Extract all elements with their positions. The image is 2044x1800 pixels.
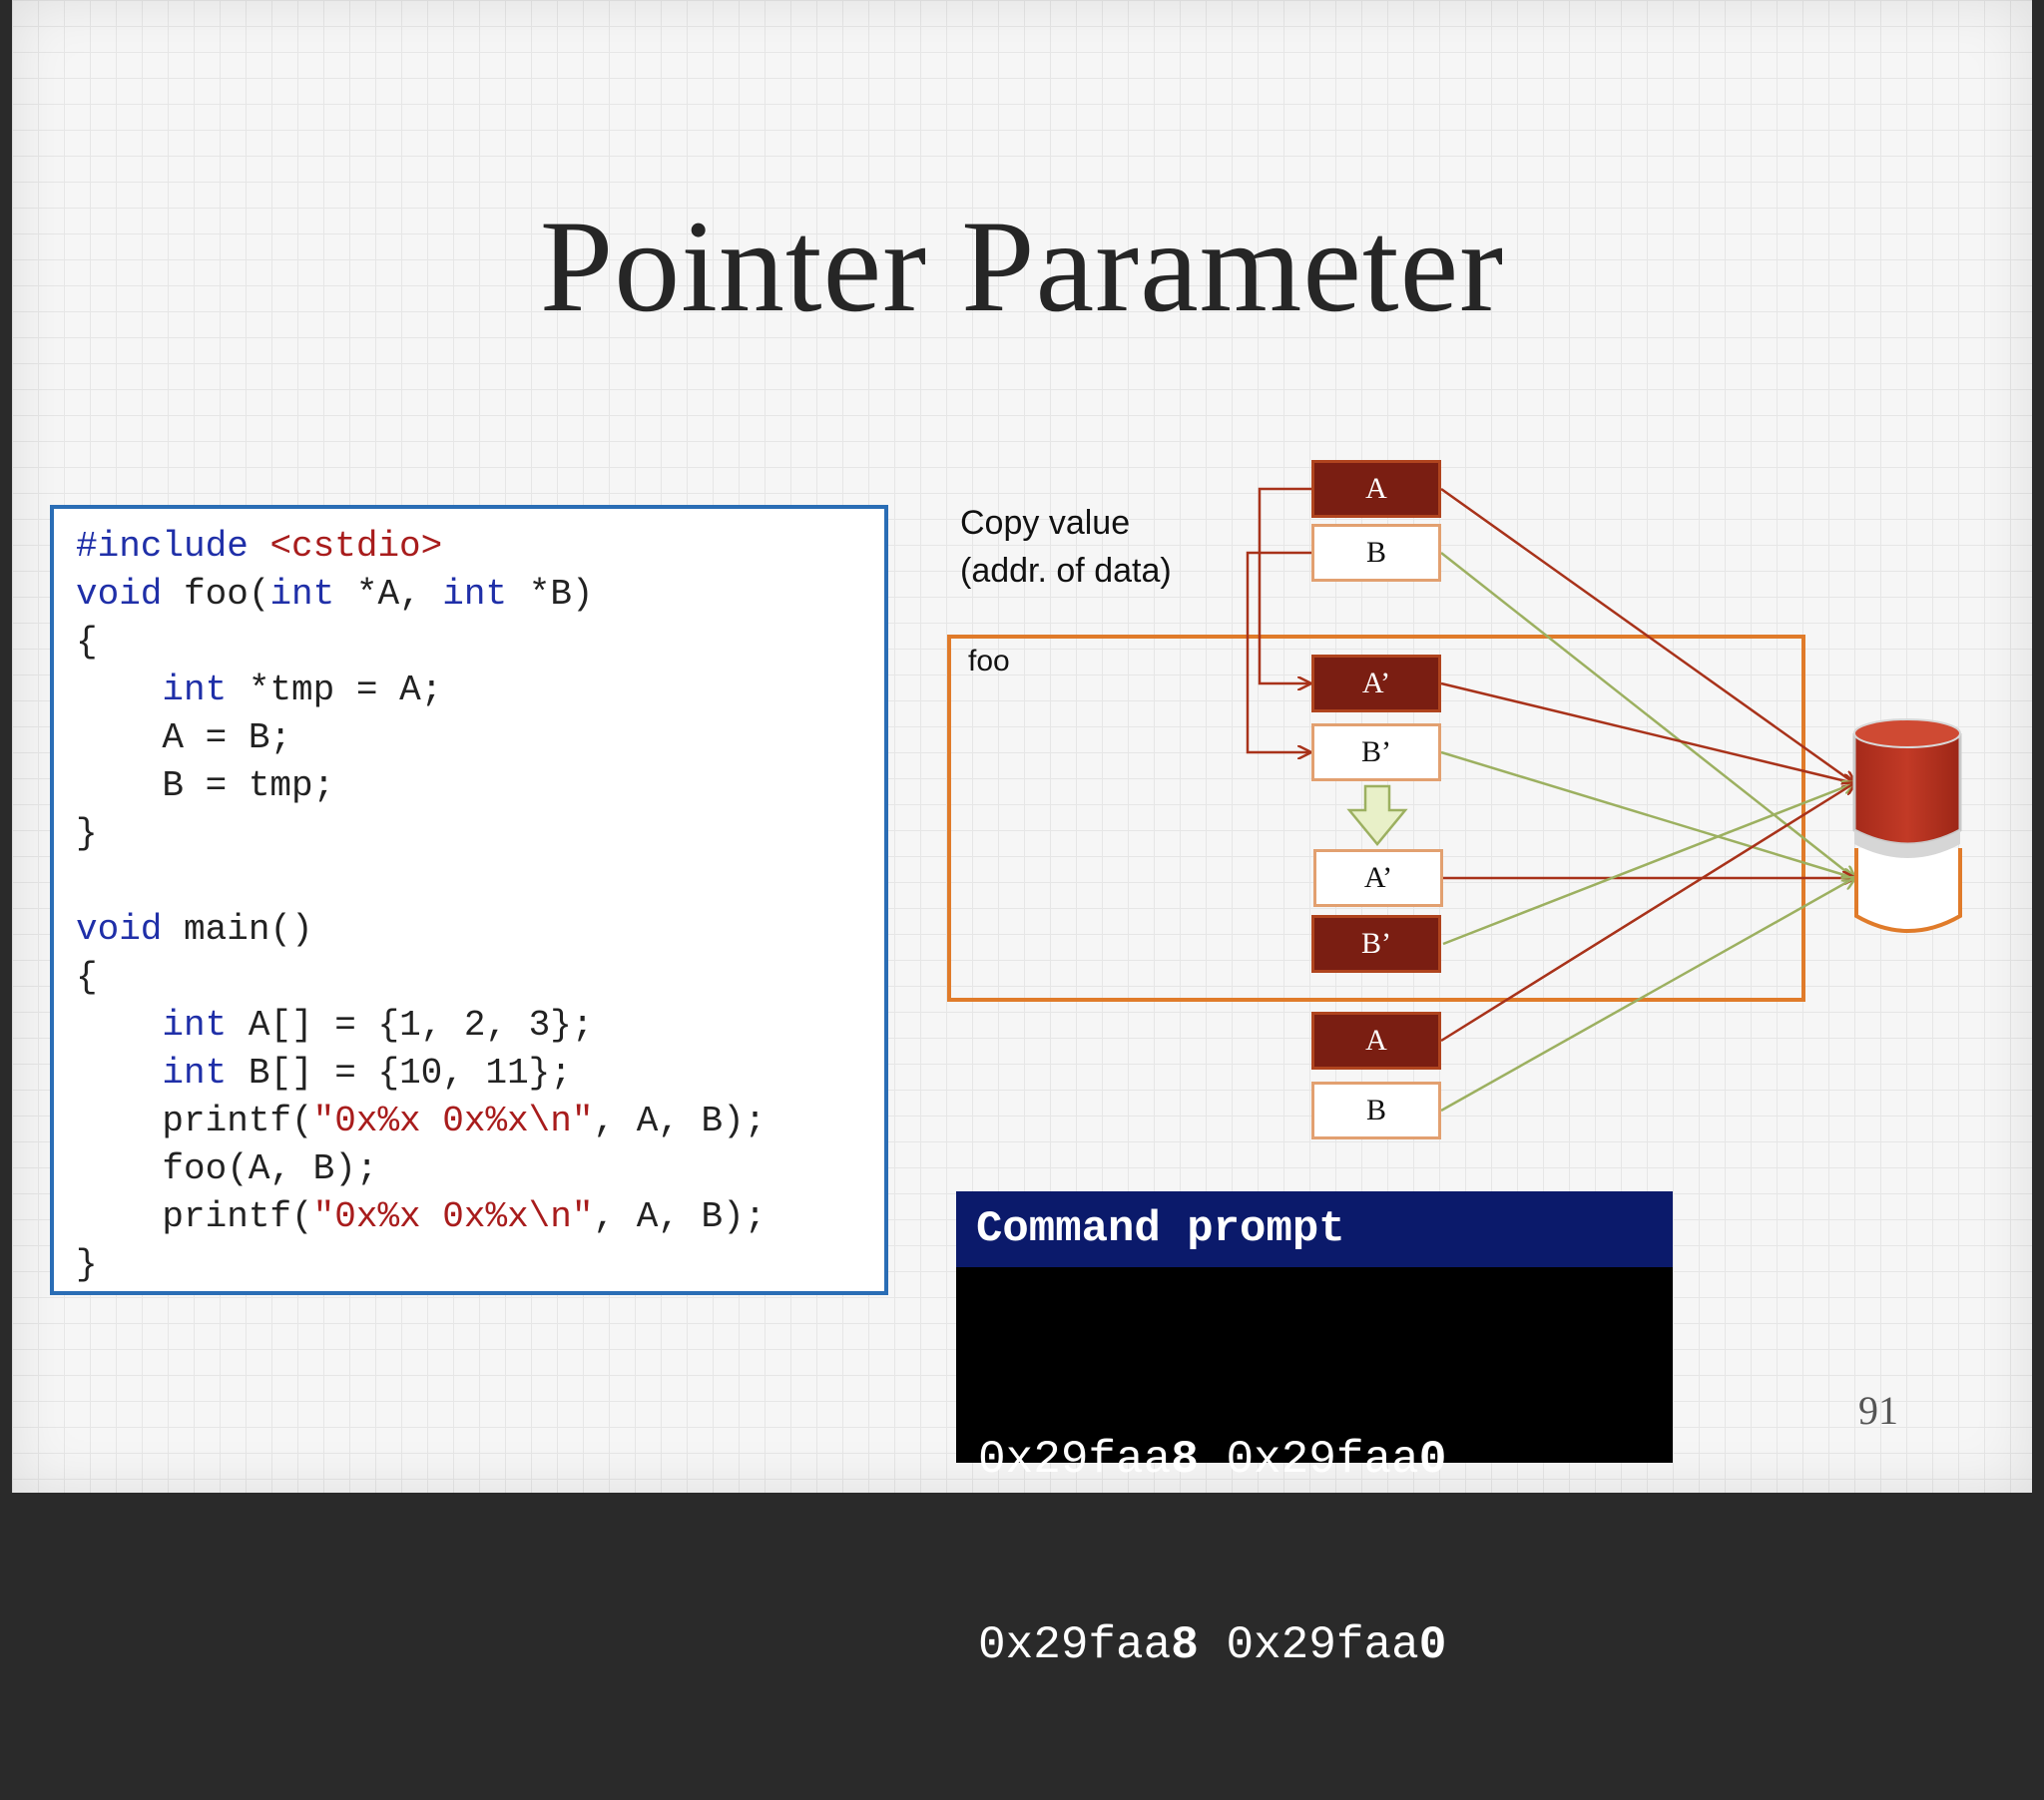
foo-box-a-swapped: A’ — [1313, 849, 1443, 907]
bottom-box-a: A — [1311, 1012, 1441, 1070]
page-number: 91 — [1858, 1388, 1898, 1433]
code-keyword: #include — [76, 526, 270, 567]
foo-box-a-copy: A’ — [1311, 655, 1441, 712]
memory-cylinder-icon — [1852, 718, 1962, 933]
code-line: { — [76, 954, 766, 1002]
code-text: B = tmp; — [76, 765, 335, 806]
code-line: } — [76, 810, 766, 858]
code-keyword: void — [76, 574, 163, 615]
code-string: "0x%x 0x%x\n" — [312, 1196, 594, 1237]
code-keyword: int — [269, 574, 335, 615]
command-prompt-output: 0x29faa8 0x29faa0 0x29faa8 0x29faa0 — [956, 1267, 1673, 1800]
code-text: *tmp = A; — [227, 670, 443, 710]
code-text: } — [76, 1244, 98, 1285]
code-line: printf("0x%x 0x%x\n", A, B); — [76, 1193, 766, 1241]
foo-box-b-swapped: B’ — [1311, 915, 1441, 973]
code-text: *A, — [334, 574, 443, 615]
bottom-box-b: B — [1311, 1082, 1441, 1139]
top-box-b: B — [1311, 524, 1441, 582]
code-text: { — [76, 622, 98, 663]
code-text: A[] = {1, 2, 3}; — [227, 1005, 594, 1046]
pointer-top-b — [1440, 552, 1854, 878]
copy-value-line1: Copy value — [960, 504, 1131, 542]
code-text: printf( — [76, 1101, 313, 1141]
pointer-foo-b1 — [1440, 750, 1854, 878]
code-string: "0x%x 0x%x\n" — [312, 1101, 594, 1141]
top-box-a: A — [1311, 460, 1441, 518]
code-line: void main() — [76, 906, 766, 954]
copy-value-label: Copy value (addr. of data) — [960, 499, 1172, 595]
code-text: A = B; — [76, 717, 292, 758]
code-string: <cstdio> — [269, 526, 443, 567]
code-text: *B) — [507, 574, 594, 615]
code-line: #include <cstdio> — [76, 523, 766, 571]
code-text: main() — [162, 909, 313, 950]
command-prompt-title: Command prompt — [956, 1191, 1673, 1267]
swap-arrow-icon — [1346, 784, 1408, 846]
slide-title: Pointer Parameter — [539, 193, 1505, 339]
pointer-bottom-b — [1440, 878, 1854, 1113]
code-keyword: int — [162, 670, 228, 710]
pointer-bottom-a — [1440, 783, 1854, 1043]
code-keyword: int — [162, 1053, 228, 1094]
foo-box-b-copy: B’ — [1311, 723, 1441, 781]
code-line: int B[] = {10, 11}; — [76, 1050, 766, 1098]
code-line: void foo(int *A, int *B) — [76, 571, 766, 619]
code-keyword: void — [76, 909, 163, 950]
code-panel: #include <cstdio>void foo(int *A, int *B… — [50, 505, 888, 1295]
code-line: foo(A, B); — [76, 1145, 766, 1193]
code-line: } — [76, 1241, 766, 1289]
code-line: A = B; — [76, 714, 766, 762]
code-text: foo(A, B); — [76, 1148, 378, 1189]
pointer-diagram — [1246, 487, 1962, 1113]
foo-scope-frame — [947, 635, 1805, 1002]
code-line: int A[] = {1, 2, 3}; — [76, 1002, 766, 1050]
code-keyword: int — [162, 1005, 228, 1046]
code-line: { — [76, 619, 766, 667]
output-line-1: 0x29faa8 0x29faa0 — [978, 1434, 1447, 1486]
output-line-2: 0x29faa8 0x29faa0 — [978, 1619, 1447, 1671]
pointer-foo-b2 — [1442, 783, 1854, 946]
code-listing: #include <cstdio>void foo(int *A, int *B… — [76, 523, 766, 1289]
code-text: } — [76, 813, 98, 854]
command-prompt-window: Command prompt 0x29faa8 0x29faa0 0x29faa… — [956, 1191, 1673, 1671]
copy-value-line2: (addr. of data) — [960, 552, 1172, 590]
foo-scope-label: foo — [968, 645, 1010, 677]
copy-connector-b — [1246, 551, 1311, 752]
code-text: printf( — [76, 1196, 313, 1237]
code-keyword: int — [442, 574, 508, 615]
code-text: { — [76, 957, 98, 998]
code-text: , A, B); — [593, 1196, 766, 1237]
code-text: B[] = {10, 11}; — [227, 1053, 572, 1094]
code-line: B = tmp; — [76, 762, 766, 810]
pointer-foo-a1 — [1440, 681, 1854, 783]
code-text: , A, B); — [593, 1101, 766, 1141]
code-line: int *tmp = A; — [76, 667, 766, 714]
code-line: printf("0x%x 0x%x\n", A, B); — [76, 1098, 766, 1145]
code-text: foo( — [162, 574, 270, 615]
copy-connector-a — [1258, 487, 1311, 683]
pointer-top-a — [1440, 487, 1854, 783]
